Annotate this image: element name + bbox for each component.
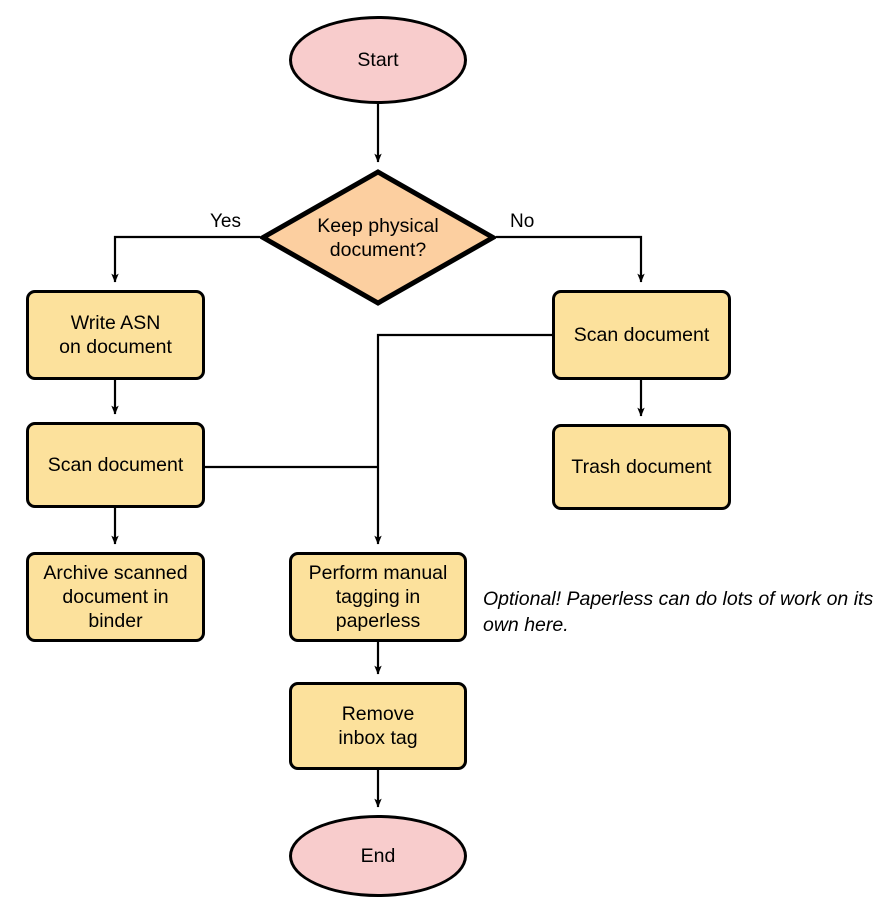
- node-write-asn-on-document[interactable]: Write ASN on document: [26, 290, 205, 380]
- node-remove-inbox-tag[interactable]: Remove inbox tag: [289, 682, 467, 770]
- node-start-label: Start: [357, 49, 399, 71]
- node-trash-document-label: Trash document: [571, 456, 712, 478]
- node-archive-label: Archive scanned document in binder: [43, 562, 188, 632]
- node-start[interactable]: Start: [289, 16, 467, 104]
- edge-decision-no-to-scan-right: [496, 235, 645, 283]
- node-perform-manual-tagging[interactable]: Perform manual tagging in paperless: [289, 552, 467, 642]
- node-write-asn-label: Write ASN on document: [59, 312, 172, 358]
- edge-label-yes: Yes: [210, 211, 241, 232]
- node-scan-document-left[interactable]: Scan document: [26, 422, 205, 508]
- edge-scan-right-to-manual-tagging: [374, 333, 552, 545]
- node-scan-document-left-label: Scan document: [47, 454, 184, 476]
- node-manual-tagging-label: Perform manual tagging in paperless: [308, 562, 448, 632]
- node-trash-document[interactable]: Trash document: [552, 424, 731, 510]
- annotation-optional-note: Optional! Paperless can do lots of work …: [483, 588, 874, 636]
- edge-decision-yes-to-write-asn: [111, 235, 260, 283]
- node-archive-scanned-document[interactable]: Archive scanned document in binder: [26, 552, 205, 642]
- node-scan-document-right[interactable]: Scan document: [552, 290, 731, 380]
- node-remove-inbox-tag-label: Remove inbox tag: [338, 703, 418, 749]
- node-end-label: End: [360, 845, 396, 867]
- node-scan-document-right-label: Scan document: [573, 324, 710, 346]
- edge-label-no: No: [510, 211, 535, 232]
- node-decision-keep-physical-document[interactable]: Keep physical document?: [260, 169, 496, 306]
- node-decision-label: Keep physical document?: [317, 214, 439, 261]
- diamond-shape: [260, 169, 496, 306]
- node-end[interactable]: End: [289, 815, 467, 897]
